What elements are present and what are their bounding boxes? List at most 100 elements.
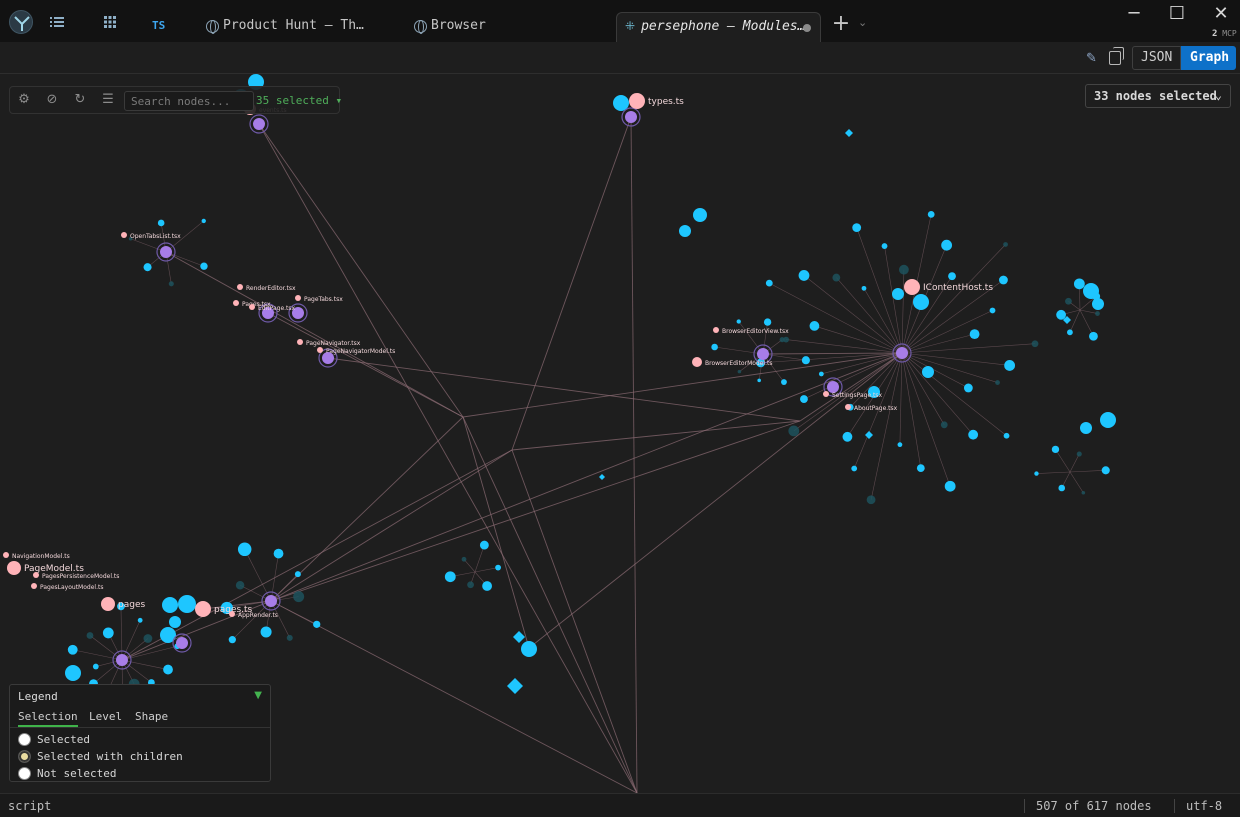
- brush-icon[interactable]: ✎: [1086, 51, 1097, 66]
- module-node: [999, 275, 1008, 285]
- json-view-button[interactable]: JSON: [1132, 46, 1181, 70]
- graph-edge: [165, 251, 464, 418]
- status-bar: script 507 of 617 nodes utf-8: [0, 793, 1240, 817]
- graph-edge: [462, 416, 530, 649]
- nodes-selected-dropdown[interactable]: 33 nodes selected ⌄: [1085, 84, 1231, 108]
- graph-edge: [121, 449, 513, 661]
- graph-edge: [901, 352, 1010, 366]
- language-indicator[interactable]: script: [8, 799, 52, 813]
- selected-count-dropdown[interactable]: 35 selected ▾: [256, 94, 343, 107]
- graph-edge: [267, 312, 464, 418]
- selected-node: [121, 232, 127, 238]
- module-node: [169, 616, 181, 628]
- tab-level[interactable]: Level: [89, 710, 123, 723]
- graph-edge: [899, 352, 903, 445]
- copy-icon[interactable]: [1109, 47, 1124, 65]
- node-label: PagesLayoutModel.ts: [40, 584, 103, 591]
- graph-edge: [1055, 449, 1071, 473]
- unsaved-dot-icon[interactable]: [803, 24, 811, 32]
- graph-toolbar: ⚙ ⊘ ↻ ☰ 35 selected ▾: [9, 86, 343, 114]
- module-node: [482, 581, 492, 591]
- module-node: [444, 571, 456, 583]
- selected-node: [3, 552, 9, 558]
- graph-edge: [462, 416, 638, 793]
- module-node: [273, 548, 284, 559]
- graph-edge: [856, 227, 903, 354]
- swatch-icon: [18, 733, 31, 746]
- node-label: SettingsPage.tsx: [832, 392, 883, 399]
- module-node: [948, 272, 956, 281]
- graph-edge: [270, 420, 801, 602]
- graph-edge: [738, 321, 764, 355]
- module-node: [781, 379, 787, 385]
- folder-ring: [621, 107, 641, 127]
- module-node: [1089, 331, 1098, 341]
- module-node: [679, 225, 691, 237]
- module-node: [228, 636, 236, 644]
- module-node: [1092, 298, 1104, 310]
- graph-edge: [511, 116, 632, 451]
- maximize-button[interactable]: ☐: [1168, 3, 1186, 24]
- tab-shape[interactable]: Shape: [135, 710, 169, 723]
- graph-edge: [202, 600, 272, 610]
- module-node: [168, 281, 174, 287]
- tab-selection[interactable]: Selection: [18, 710, 78, 727]
- module-node: [1003, 242, 1008, 247]
- chevron-down-icon[interactable]: ⌄: [858, 16, 868, 29]
- graph-edge: [769, 282, 903, 354]
- refresh-icon[interactable]: ↻: [74, 92, 86, 107]
- graph-edge: [901, 333, 975, 354]
- selected-node: [229, 611, 235, 617]
- graph-canvas[interactable]: types.tsevents.tsOpenTabsList.tsxRenderE…: [0, 74, 1240, 793]
- tab-browser[interactable]: Browser: [414, 12, 534, 42]
- tab-product-hunt[interactable]: Product Hunt – Th…: [206, 12, 366, 42]
- swatch-icon: [18, 750, 31, 763]
- module-node: [765, 279, 773, 287]
- selected-node: [7, 561, 21, 575]
- graph-edge: [327, 357, 801, 422]
- legend-panel: Legend ▼ Selection Level Shape Selected …: [9, 684, 271, 782]
- module-node: [1004, 360, 1016, 371]
- minimize-button[interactable]: ─: [1128, 3, 1140, 24]
- app-logo-icon[interactable]: [9, 10, 33, 34]
- module-node: [801, 356, 810, 365]
- node-label: RenderEditor.tsx: [246, 285, 296, 292]
- file-diamond: [513, 631, 525, 643]
- graph-edge: [760, 352, 903, 364]
- graph-view-button[interactable]: Graph: [1181, 46, 1236, 70]
- selected-node: [823, 391, 829, 397]
- folder-node: [176, 637, 188, 649]
- collapse-triangle-icon[interactable]: ▼: [254, 690, 262, 701]
- graph-edge: [1036, 471, 1071, 474]
- close-button[interactable]: ✕: [1213, 3, 1229, 24]
- list-view-icon[interactable]: [47, 12, 67, 32]
- module-node: [1073, 278, 1085, 290]
- module-node: [1083, 283, 1099, 299]
- selected-node: [295, 295, 301, 301]
- tree-icon[interactable]: ☰: [102, 92, 114, 107]
- search-input[interactable]: [124, 91, 254, 111]
- graph-edge: [121, 600, 272, 661]
- hide-icon[interactable]: ⊘: [46, 92, 58, 107]
- mcp-badge[interactable]: 2 MCP: [1212, 29, 1237, 39]
- settings-icon[interactable]: ⚙: [18, 92, 30, 107]
- folder-node: [160, 246, 172, 258]
- module-node: [881, 243, 888, 249]
- dependency-graph[interactable]: types.tsevents.tsOpenTabsList.tsxRenderE…: [0, 74, 1240, 793]
- module-node: [757, 378, 761, 383]
- tab-typescript[interactable]: TS: [152, 19, 166, 32]
- new-tab-button[interactable]: +: [831, 11, 851, 36]
- graph-edge: [258, 123, 638, 793]
- selected-node: [713, 327, 719, 333]
- module-node: [737, 369, 742, 374]
- module-node: [237, 542, 252, 557]
- folder-ring: [288, 303, 308, 323]
- folder-ring: [172, 633, 192, 653]
- grid-view-icon[interactable]: [100, 12, 120, 32]
- graph-edge: [270, 573, 299, 602]
- encoding-indicator[interactable]: utf-8: [1186, 799, 1223, 813]
- node-label: PagesPersistenceModel.ts: [42, 573, 119, 580]
- tab-persephone-modules[interactable]: ⁜ persephone — Modules…: [616, 12, 821, 43]
- module-node: [461, 556, 467, 562]
- module-node: [613, 95, 629, 111]
